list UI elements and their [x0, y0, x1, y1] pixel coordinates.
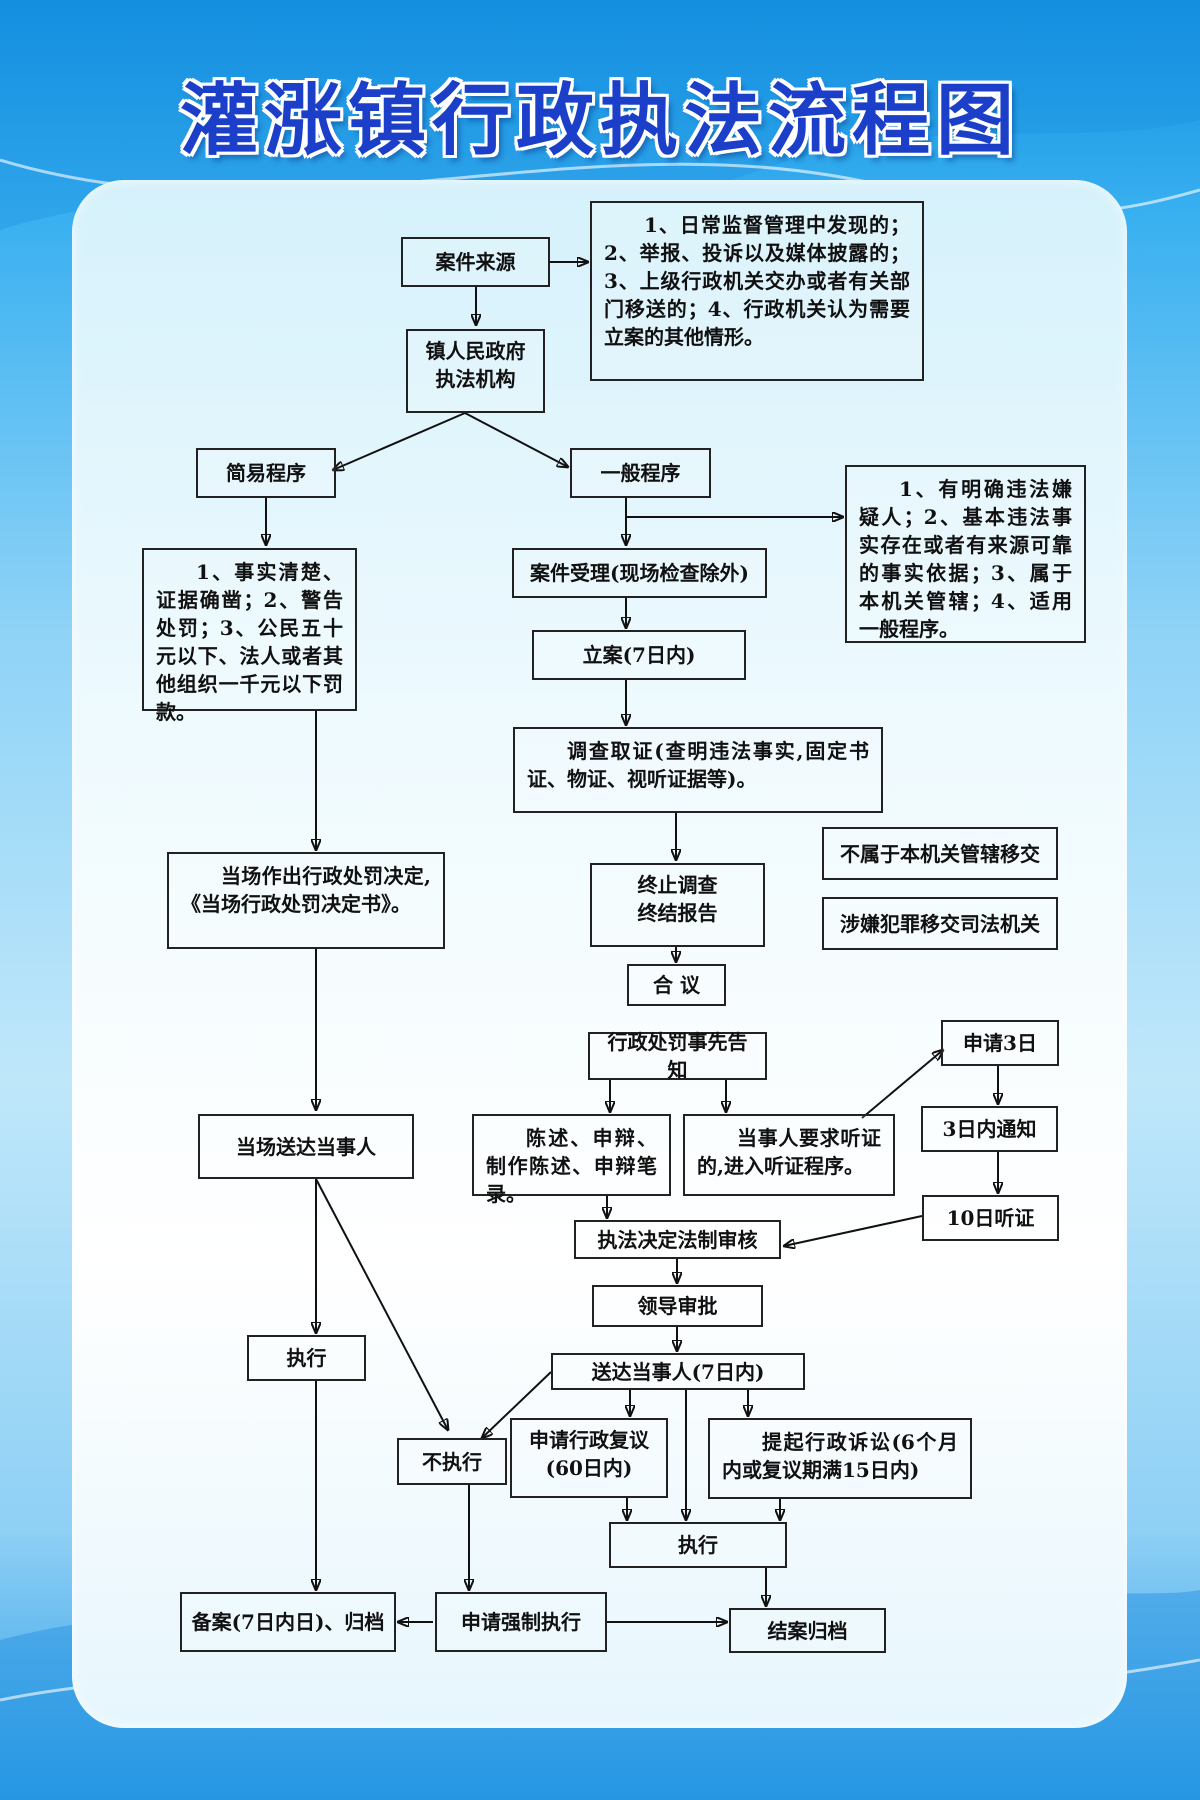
node-transfer-agency-label: 不属于本机关管辖移交	[840, 841, 1040, 866]
node-investigation: 调查取证(查明违法事实,固定书证、物证、视听证据等)。	[513, 727, 883, 813]
node-statement-defense: 陈述、申辩、制作陈述、申辩笔录。	[472, 1114, 671, 1206]
node-hearing-10-days-label: 10日听证	[946, 1206, 1035, 1230]
node-onsite-decision: 当场作出行政处罚决定,《当场行政处罚决定书》。	[167, 852, 445, 949]
node-case-acceptance-label: 案件受理(现场检查除外)	[530, 561, 749, 585]
node-investigation-text: 调查取证(查明违法事实,固定书证、物证、视听证据等)。	[527, 739, 869, 791]
node-terminate-investigation: 终止调查 终结报告	[590, 863, 765, 947]
node-onsite-delivery-label: 当场送达当事人	[236, 1134, 376, 1159]
node-prior-notice: 行政处罚事先告知	[588, 1030, 767, 1082]
node-general-procedure-note-text: 1、有明确违法嫌疑人；2、基本违法事实存在或者有来源可靠的事实依据；3、属于本机…	[859, 477, 1072, 641]
node-apply-3-days: 申请3日	[941, 1020, 1059, 1066]
node-prior-notice-label: 行政处罚事先告知	[607, 1030, 748, 1082]
node-lawsuit: 提起行政诉讼(6个月内或复议期满15日内)	[708, 1418, 972, 1499]
node-statement-defense-text: 陈述、申辩、制作陈述、申辩笔录。	[486, 1126, 657, 1206]
node-not-execute-label: 不执行	[422, 1449, 482, 1474]
node-case-source-label: 案件来源	[435, 250, 516, 274]
node-close-archive-label: 结案归档	[767, 1618, 848, 1643]
node-hearing-request: 当事人要求听证的,进入听证程序。	[683, 1114, 895, 1196]
node-general-procedure: 一般程序	[570, 448, 711, 498]
node-transfer-judicial-label: 涉嫌犯罪移交司法机关	[840, 911, 1040, 936]
node-leader-approval: 领导审批	[592, 1285, 763, 1327]
node-terminate-investigation-line2: 终结报告	[637, 901, 718, 925]
page-title: 灌涨镇行政执法流程图	[179, 76, 1020, 166]
node-case-acceptance: 案件受理(现场检查除外)	[512, 548, 767, 598]
node-general-procedure-label: 一般程序	[600, 461, 681, 485]
node-leader-approval-label: 领导审批	[637, 1294, 718, 1318]
node-town-government: 镇人民政府 执法机构	[406, 329, 545, 413]
node-deliberation-label: 合 议	[653, 973, 700, 997]
node-case-register-label: 立案(7日内)	[582, 643, 696, 667]
node-not-execute: 不执行	[397, 1438, 507, 1485]
node-onsite-decision-text: 当场作出行政处罚决定,《当场行政处罚决定书》。	[181, 864, 431, 916]
node-apply-3-days-label: 申请3日	[963, 1031, 1037, 1055]
node-execute-middle-label: 执行	[678, 1533, 718, 1557]
node-general-procedure-note: 1、有明确违法嫌疑人；2、基本违法事实存在或者有来源可靠的事实依据；3、属于本机…	[845, 465, 1086, 643]
node-onsite-delivery: 当场送达当事人	[198, 1114, 414, 1179]
node-admin-review-line1: 申请行政复议	[529, 1428, 649, 1452]
node-deliver-7-days: 送达当事人(7日内)	[551, 1353, 805, 1390]
node-case-source: 案件来源	[401, 237, 550, 287]
node-deliver-7-days-label: 送达当事人(7日内)	[591, 1359, 765, 1384]
node-notice-3-days-label: 3日内通知	[942, 1117, 1037, 1141]
node-execute-left-label: 执行	[286, 1346, 327, 1370]
node-case-source-note: 1、日常监督管理中发现的；2、举报、投诉以及媒体披露的；3、上级行政机关交办或者…	[590, 201, 924, 381]
node-transfer-judicial: 涉嫌犯罪移交司法机关	[822, 897, 1058, 950]
node-legal-review-label: 执法决定法制审核	[597, 1227, 758, 1252]
node-town-government-line2: 执法机构	[435, 367, 516, 391]
node-force-execution: 申请强制执行	[435, 1592, 607, 1652]
node-admin-review-line2: (60日内)	[545, 1456, 633, 1480]
node-terminate-investigation-line1: 终止调查	[637, 873, 718, 897]
node-force-execution-label: 申请强制执行	[461, 1610, 581, 1634]
node-execute-left: 执行	[247, 1335, 366, 1381]
node-execute-middle: 执行	[609, 1522, 787, 1568]
node-hearing-request-text: 当事人要求听证的,进入听证程序。	[697, 1126, 881, 1178]
node-simple-procedure-note: 1、事实清楚、证据确凿；2、警告处罚；3、公民五十元以下、法人或者其他组织一千元…	[142, 548, 357, 724]
node-lawsuit-text: 提起行政诉讼(6个月内或复议期满15日内)	[722, 1430, 958, 1482]
node-hearing-10-days: 10日听证	[922, 1195, 1059, 1241]
node-file-record-label: 备案(7日内日)、归档	[191, 1610, 385, 1634]
node-admin-review: 申请行政复议 (60日内)	[510, 1418, 668, 1498]
node-legal-review: 执法决定法制审核	[574, 1220, 781, 1259]
node-file-record: 备案(7日内日)、归档	[180, 1592, 396, 1652]
node-town-government-line1: 镇人民政府	[425, 339, 526, 363]
node-close-archive: 结案归档	[729, 1608, 886, 1653]
node-case-register: 立案(7日内)	[532, 630, 746, 680]
node-simple-procedure: 简易程序	[196, 448, 336, 498]
node-simple-procedure-label: 简易程序	[226, 461, 306, 485]
node-transfer-agency: 不属于本机关管辖移交	[822, 827, 1058, 880]
content-panel	[72, 180, 1127, 1728]
node-notice-3-days: 3日内通知	[921, 1106, 1058, 1152]
node-case-source-note-text: 1、日常监督管理中发现的；2、举报、投诉以及媒体披露的；3、上级行政机关交办或者…	[604, 213, 910, 349]
node-deliberation: 合 议	[627, 964, 726, 1006]
node-simple-procedure-note-text: 1、事实清楚、证据确凿；2、警告处罚；3、公民五十元以下、法人或者其他组织一千元…	[156, 560, 343, 724]
